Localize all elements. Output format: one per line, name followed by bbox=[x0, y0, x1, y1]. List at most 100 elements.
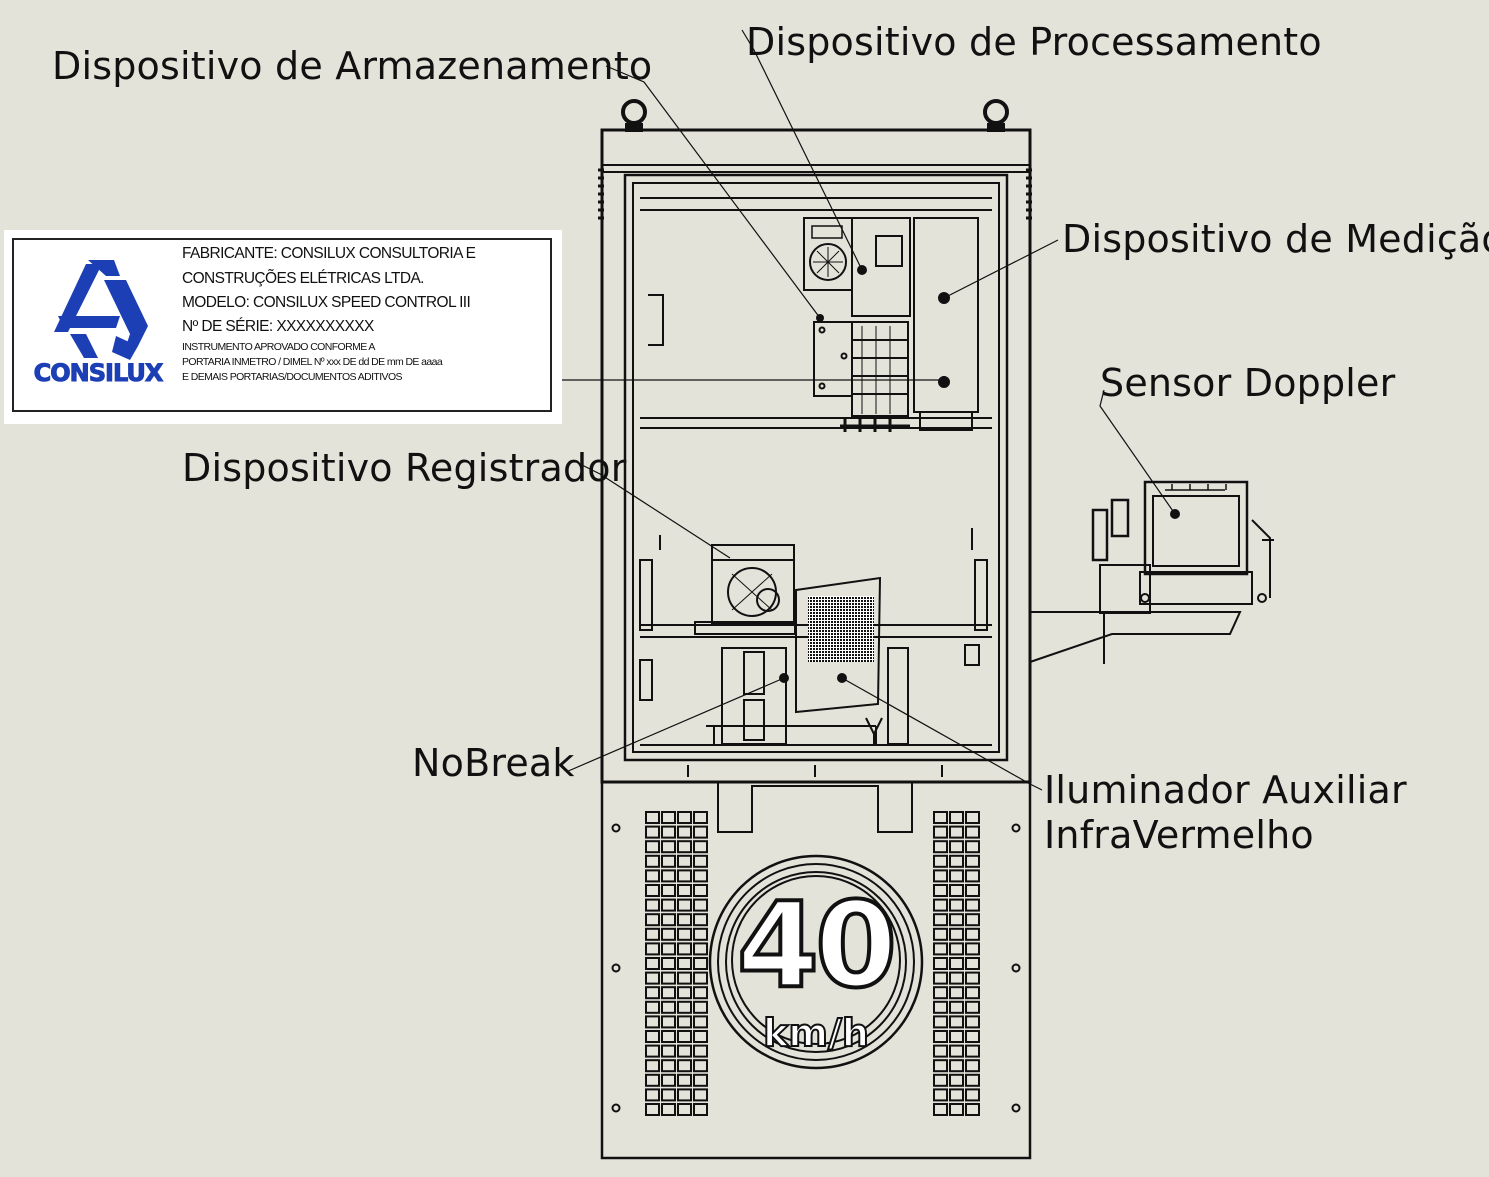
led-cell bbox=[693, 942, 708, 956]
led-cell bbox=[645, 811, 660, 824]
registering-device bbox=[694, 544, 796, 635]
led-cell bbox=[661, 854, 676, 868]
led-cell bbox=[645, 986, 660, 1000]
leader-registrador bbox=[579, 463, 731, 559]
led-cell bbox=[949, 1015, 964, 1029]
led-cell bbox=[661, 1015, 676, 1029]
led-cell bbox=[965, 1015, 980, 1029]
led-cell bbox=[645, 1000, 660, 1014]
label-illuminator-line1: Iluminador Auxiliar bbox=[1044, 768, 1407, 812]
nameplate-line-5: INSTRUMENTO APROVADO CONFORME A bbox=[182, 341, 375, 353]
label-nobreak: NoBreak bbox=[412, 741, 575, 785]
cabinet bbox=[598, 128, 1032, 784]
nameplate-line-3: MODELO: CONSILUX SPEED CONTROL III bbox=[182, 294, 471, 311]
led-cell bbox=[645, 971, 660, 985]
led-cell bbox=[677, 1059, 692, 1073]
led-cell bbox=[933, 825, 948, 839]
led-cell bbox=[965, 1103, 980, 1116]
led-cell bbox=[693, 927, 708, 941]
led-cell bbox=[693, 825, 708, 839]
leader-nobreak bbox=[565, 677, 785, 773]
led-cell bbox=[693, 1103, 708, 1116]
led-cell bbox=[693, 898, 708, 912]
led-cell bbox=[965, 884, 980, 897]
led-cell bbox=[693, 913, 708, 927]
led-cell bbox=[677, 986, 692, 1000]
led-cell bbox=[949, 854, 964, 868]
led-cell bbox=[645, 840, 660, 854]
led-cell bbox=[965, 957, 980, 970]
led-cell bbox=[661, 1073, 676, 1087]
led-cell bbox=[645, 1015, 660, 1029]
led-cell bbox=[933, 1073, 948, 1087]
led-cell bbox=[949, 942, 964, 956]
led-cell bbox=[661, 927, 676, 941]
led-cell bbox=[693, 884, 708, 897]
led-cell bbox=[693, 811, 708, 824]
led-cell bbox=[949, 825, 964, 839]
led-cell bbox=[965, 1088, 980, 1102]
led-cell bbox=[677, 1088, 692, 1102]
label-storage-device: Dispositivo de Armazenamento bbox=[52, 44, 653, 88]
speed-display-panel bbox=[600, 780, 1032, 1160]
led-cell bbox=[677, 869, 692, 883]
led-cell bbox=[677, 811, 692, 824]
led-cell bbox=[965, 913, 980, 927]
led-cell bbox=[933, 1015, 948, 1029]
led-cell bbox=[933, 884, 948, 897]
led-cell bbox=[965, 971, 980, 985]
led-cell bbox=[677, 942, 692, 956]
storage-device bbox=[813, 321, 910, 432]
led-cell bbox=[693, 957, 708, 970]
led-cell bbox=[645, 854, 660, 868]
led-cell bbox=[965, 898, 980, 912]
led-cell bbox=[645, 1073, 660, 1087]
nobreak-device bbox=[706, 647, 877, 745]
led-cell bbox=[693, 971, 708, 985]
led-cell bbox=[949, 1044, 964, 1058]
led-cell bbox=[645, 825, 660, 839]
led-cell bbox=[933, 1044, 948, 1058]
label-sensor-doppler: Sensor Doppler bbox=[1100, 361, 1396, 405]
doppler-sensor bbox=[1029, 480, 1274, 664]
label-registering-device: Dispositivo Registrador bbox=[182, 446, 627, 490]
led-cell bbox=[677, 1073, 692, 1087]
led-cell bbox=[693, 869, 708, 883]
label-measurement-device: Dispositivo de Medição bbox=[1062, 217, 1489, 261]
led-cell bbox=[949, 1030, 964, 1043]
led-cell bbox=[645, 884, 660, 897]
nameplate: CONSILUX FABRICANTE: CONSILUX CONSULTORI… bbox=[4, 230, 562, 424]
led-cell bbox=[949, 913, 964, 927]
led-cell bbox=[677, 913, 692, 927]
led-cell bbox=[949, 869, 964, 883]
leader-processing bbox=[741, 29, 863, 271]
led-cell bbox=[965, 1000, 980, 1014]
led-cell bbox=[661, 986, 676, 1000]
led-cell bbox=[949, 840, 964, 854]
led-cell bbox=[661, 1000, 676, 1014]
led-cell bbox=[933, 1059, 948, 1073]
led-cell bbox=[949, 884, 964, 897]
led-cell bbox=[693, 840, 708, 854]
led-cell bbox=[661, 1103, 676, 1116]
led-cell bbox=[661, 957, 676, 970]
led-cell bbox=[693, 1044, 708, 1058]
infrared-illuminator bbox=[795, 576, 909, 745]
led-cell bbox=[661, 898, 676, 912]
nameplate-line-1: FABRICANTE: CONSILUX CONSULTORIA E bbox=[182, 245, 476, 262]
led-cell bbox=[661, 884, 676, 897]
lifting-eye-left bbox=[621, 99, 647, 132]
led-cell bbox=[933, 811, 948, 824]
led-cell bbox=[965, 869, 980, 883]
led-cell bbox=[949, 811, 964, 824]
led-cell bbox=[661, 869, 676, 883]
led-cell bbox=[677, 884, 692, 897]
measurement-device bbox=[913, 217, 979, 431]
led-cell bbox=[949, 1073, 964, 1087]
nameplate-line-7: E DEMAIS PORTARIAS/DOCUMENTOS ADITIVOS bbox=[182, 371, 403, 383]
led-cell bbox=[933, 869, 948, 883]
led-cell bbox=[933, 898, 948, 912]
led-cell bbox=[677, 1000, 692, 1014]
led-cell bbox=[965, 1044, 980, 1058]
led-cell bbox=[933, 942, 948, 956]
